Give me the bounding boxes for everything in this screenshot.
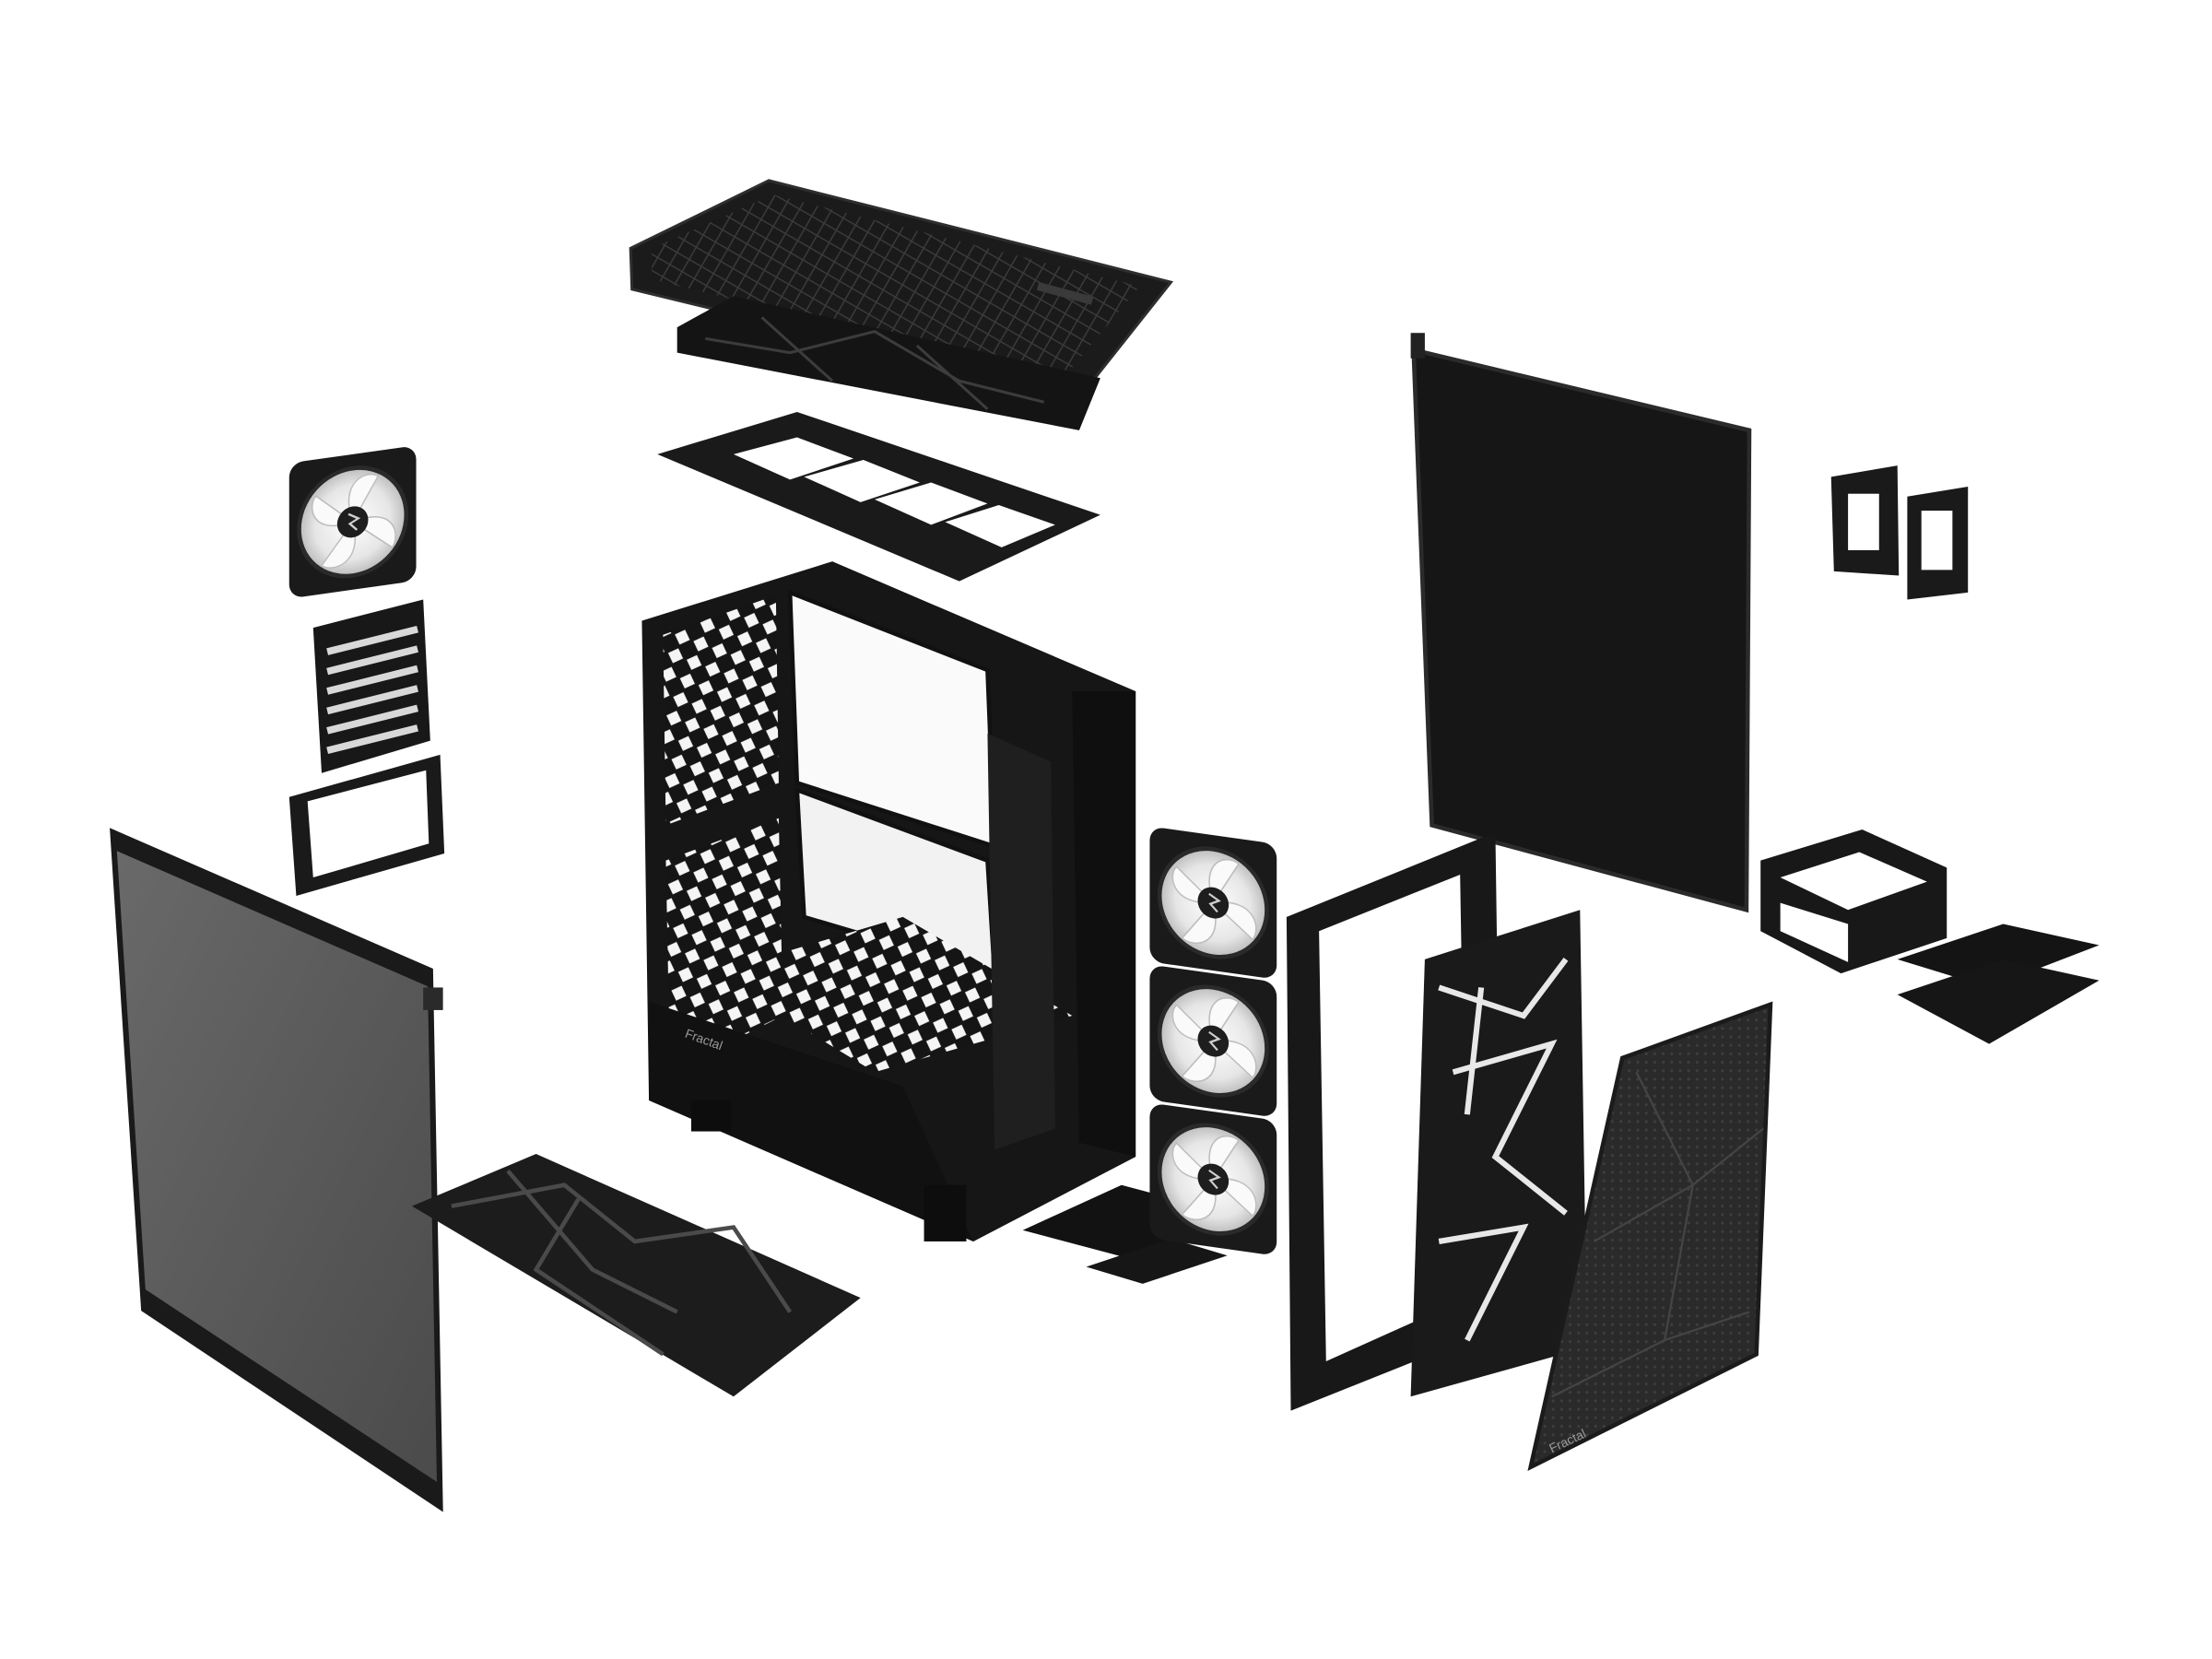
ssd-brackets [1830, 465, 1969, 600]
front-dust-filter [1410, 910, 1587, 1397]
top-dust-filter [677, 296, 1100, 430]
front-mesh-panel: Fractal [1527, 1001, 1773, 1472]
pci-slot-covers [312, 599, 430, 773]
tempered-glass-side-panel [110, 828, 443, 1512]
front-fans [1149, 826, 1277, 1255]
solid-side-panel [1410, 333, 1752, 913]
rear-fan [289, 445, 417, 598]
top-panel [629, 179, 1174, 400]
psu-bracket [288, 754, 445, 896]
bottom-dust-filter [411, 1154, 861, 1397]
top-radiator-bracket [657, 411, 1100, 582]
hdd-cage [1760, 830, 2100, 1044]
main-chassis: Fractal [641, 561, 1136, 1241]
